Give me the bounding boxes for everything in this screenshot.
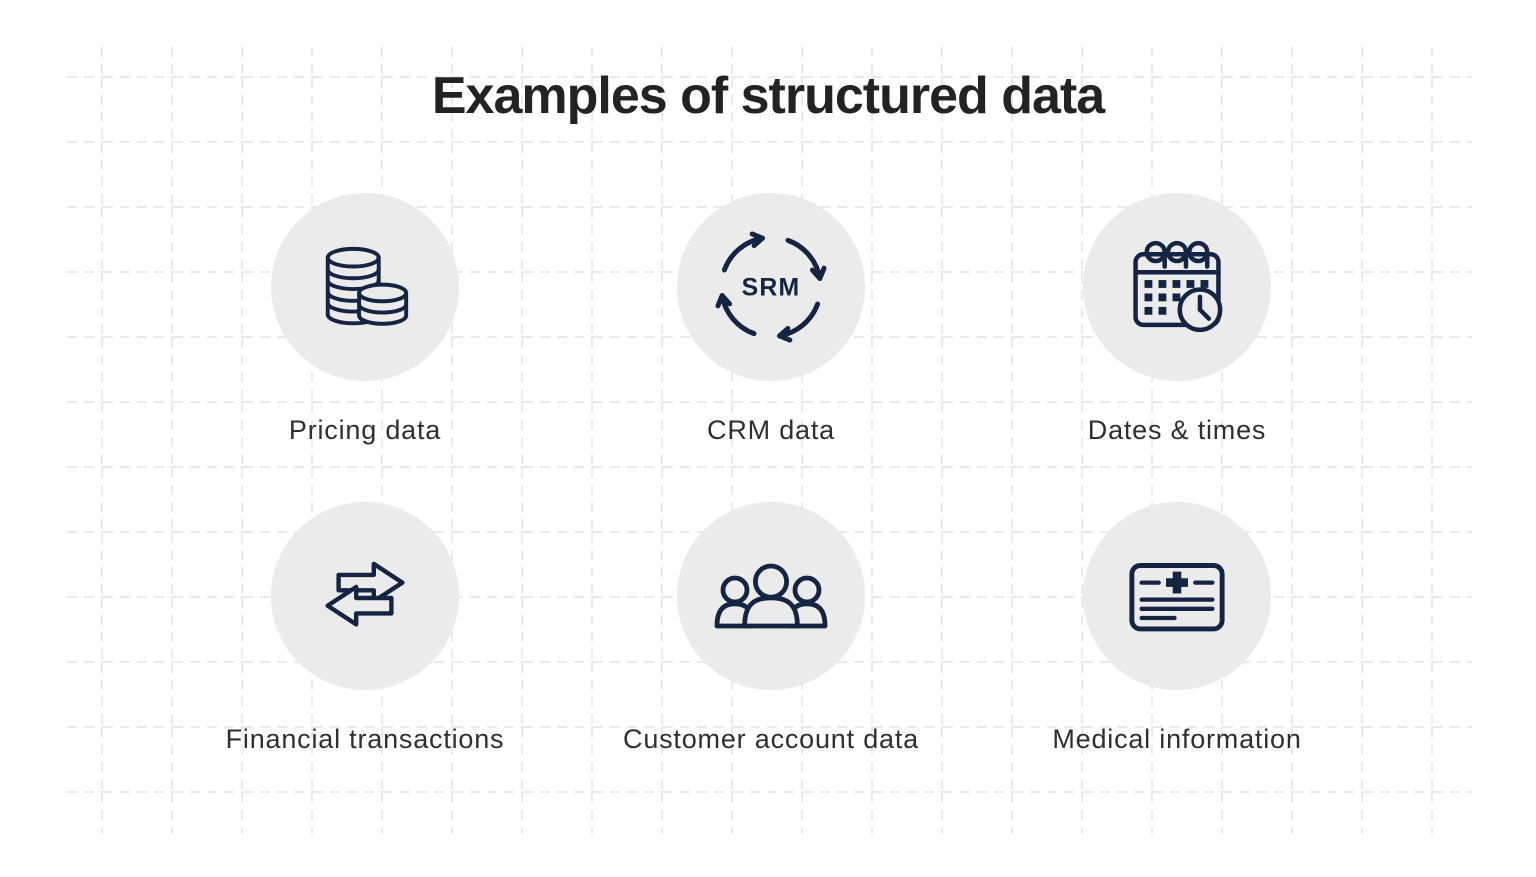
- coins-icon: [325, 246, 409, 326]
- icon-circle: [1083, 193, 1271, 381]
- calendar-clock-icon: [1133, 240, 1223, 333]
- icon-circle: [271, 193, 459, 381]
- item-card-financial-transactions: Financial transactions: [185, 502, 545, 753]
- item-card-medical-information: Medical information: [997, 502, 1357, 753]
- crm-icon-text: SRM: [742, 275, 801, 302]
- icon-circle: [677, 502, 865, 690]
- icon-circle: SRM: [677, 193, 865, 381]
- people-group-icon: [714, 563, 828, 629]
- item-card-pricing-data: Pricing data: [185, 193, 545, 444]
- item-label: Medical information: [1052, 724, 1302, 754]
- item-card-customer-account-data: Customer account data: [591, 502, 951, 753]
- item-card-crm-data: SRM CRM data: [591, 193, 951, 444]
- item-label: Financial transactions: [225, 724, 505, 754]
- item-label: Customer account data: [623, 724, 919, 754]
- item-card-dates-times: Dates & times: [997, 193, 1357, 444]
- icon-circle: [1083, 502, 1271, 690]
- item-label: Dates & times: [1087, 415, 1267, 445]
- item-label: CRM data: [707, 415, 835, 445]
- medical-card-icon: [1129, 563, 1225, 632]
- crm-cycle-icon: SRM: [715, 231, 827, 343]
- icon-circle: [271, 502, 459, 690]
- page-title: Examples of structured data: [431, 67, 1105, 125]
- item-label: Pricing data: [288, 415, 442, 445]
- transfer-arrows-icon: [325, 561, 405, 627]
